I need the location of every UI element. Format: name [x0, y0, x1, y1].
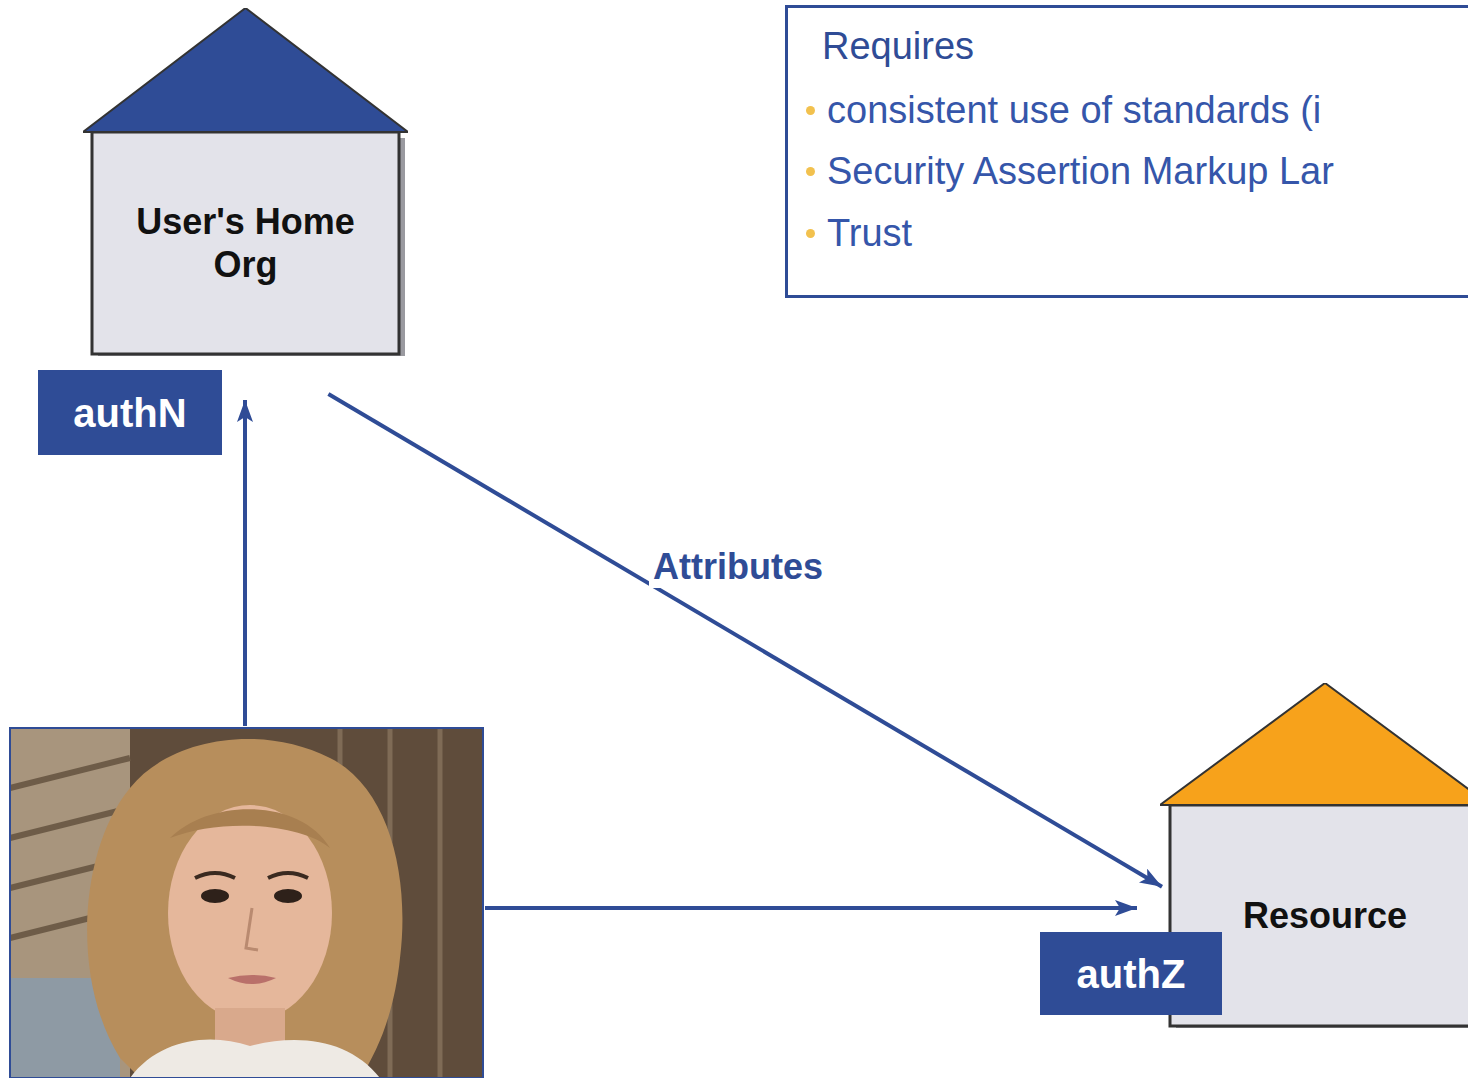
bullet-item: consistent use of standards (i [806, 88, 1468, 134]
photo-eye [274, 889, 302, 903]
authz-tag: authZ [1040, 932, 1222, 1015]
authn-tag: authN [38, 370, 222, 455]
photo-eye [201, 889, 229, 903]
home-org-house: User's Home Org [83, 8, 408, 358]
tag-text: authZ [1077, 952, 1186, 996]
house-body [92, 132, 399, 354]
bullet-item: Security Assertion Markup Lar [806, 149, 1468, 195]
bullet-item: Trust [806, 211, 1468, 257]
photo-brow [195, 873, 235, 878]
bullet-dot [806, 229, 815, 238]
photo-brow [268, 873, 308, 878]
photo-hair [87, 739, 402, 1078]
user-login-arrow [243, 400, 247, 726]
edge-label: Attributes [649, 546, 827, 587]
panel-heading: Requires [822, 24, 974, 70]
house-roof [1160, 683, 1468, 805]
photo-blouse [130, 1040, 380, 1078]
house-label: User's Home Org [92, 132, 399, 354]
bullet-text: Security Assertion Markup Lar [827, 149, 1334, 195]
house-roof [83, 8, 408, 132]
panel-heading-row: Requires [806, 24, 1468, 88]
house-name: User's Home Org [131, 200, 361, 286]
user-photo [10, 728, 483, 1078]
requirements-panel: Requires consistent use of standards (i Se… [785, 5, 1468, 298]
photo-fringe [170, 809, 330, 848]
bullet-text: Trust [827, 211, 912, 257]
photo-frame [10, 728, 483, 1078]
bullet-dot [806, 106, 815, 115]
photo-ground [10, 728, 483, 1078]
edge-label-holder: Attributes [649, 546, 827, 587]
user-access-arrow [485, 906, 1137, 910]
house-name: Resource [1243, 894, 1407, 937]
bullet-text: consistent use of standards (i [827, 88, 1321, 134]
photo-lips [228, 975, 276, 984]
attribute-flow-arrow [328, 394, 1162, 887]
tag-text: authN [73, 391, 186, 435]
photo-nose [246, 908, 258, 950]
house-outline [83, 8, 408, 358]
photo-face [168, 805, 332, 1021]
bullet-dot [806, 167, 815, 176]
